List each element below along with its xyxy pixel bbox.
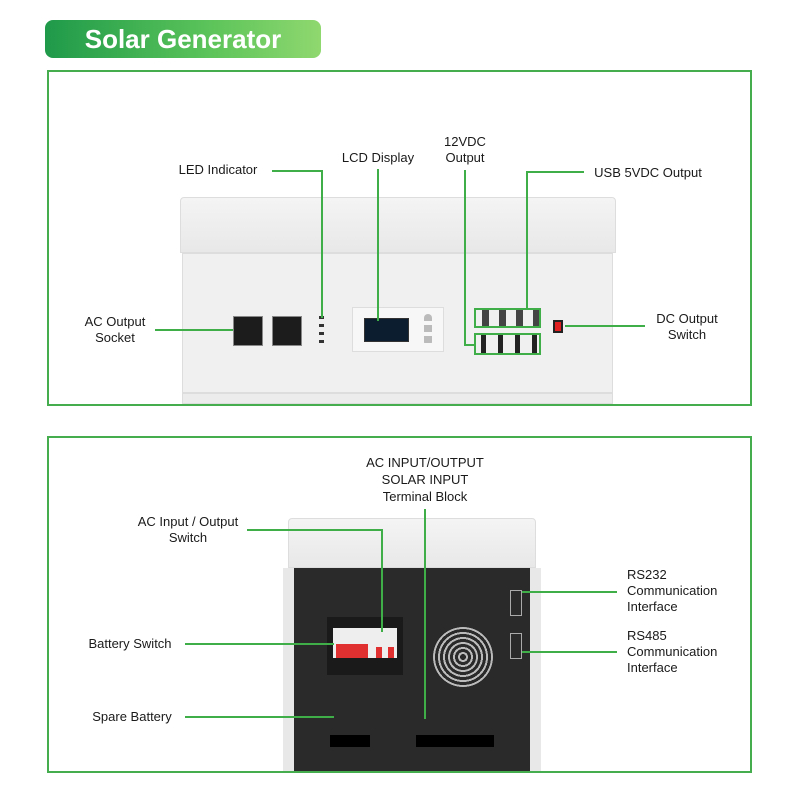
label-line: RS232 bbox=[627, 567, 667, 582]
rs485-port bbox=[510, 633, 522, 659]
label-line: Socket bbox=[95, 330, 135, 345]
terminal-block bbox=[416, 735, 494, 747]
label-usb-5vdc-output: USB 5VDC Output bbox=[594, 165, 702, 180]
ac-socket bbox=[272, 316, 302, 346]
label-line: AC Input / Output bbox=[137, 514, 239, 529]
label-line: AC Output bbox=[84, 314, 146, 329]
label-line: Communication bbox=[627, 583, 718, 598]
lcd-buttons bbox=[424, 314, 432, 346]
label-led-indicator: LED Indicator bbox=[178, 162, 258, 177]
lcd-screen bbox=[364, 318, 409, 342]
label-line: SOLAR INPUT bbox=[381, 472, 469, 487]
label-line: AC INPUT/OUTPUT bbox=[366, 455, 484, 470]
ac-socket bbox=[233, 316, 263, 346]
label-line: Switch bbox=[168, 530, 208, 545]
label-line: DC Output bbox=[656, 311, 718, 326]
label-line: Interface bbox=[627, 599, 678, 614]
label-terminal-block: AC INPUT/OUTPUT SOLAR INPUT Terminal Block bbox=[340, 454, 510, 505]
front-view-panel bbox=[47, 70, 752, 406]
label-battery-switch: Battery Switch bbox=[88, 636, 172, 651]
rs232-port bbox=[510, 590, 522, 616]
label-line: 12VDC bbox=[444, 134, 486, 149]
label-line: Communication bbox=[627, 644, 718, 659]
label-line: Output bbox=[445, 150, 485, 165]
label-spare-battery: Spare Battery bbox=[92, 709, 172, 724]
led-indicators bbox=[319, 316, 324, 346]
label-lcd-display: LCD Display bbox=[341, 150, 415, 165]
label-line: Terminal Block bbox=[382, 489, 468, 504]
rear-view-panel bbox=[47, 436, 752, 773]
label-line: Interface bbox=[627, 660, 678, 675]
usb-ports bbox=[474, 308, 541, 328]
page-title: Solar Generator bbox=[45, 20, 321, 58]
label-line: Switch bbox=[667, 327, 707, 342]
cooling-fan bbox=[433, 627, 493, 687]
dc-12v-ports bbox=[474, 333, 541, 355]
label-line: RS485 bbox=[627, 628, 667, 643]
dc-output-switch bbox=[553, 320, 563, 333]
